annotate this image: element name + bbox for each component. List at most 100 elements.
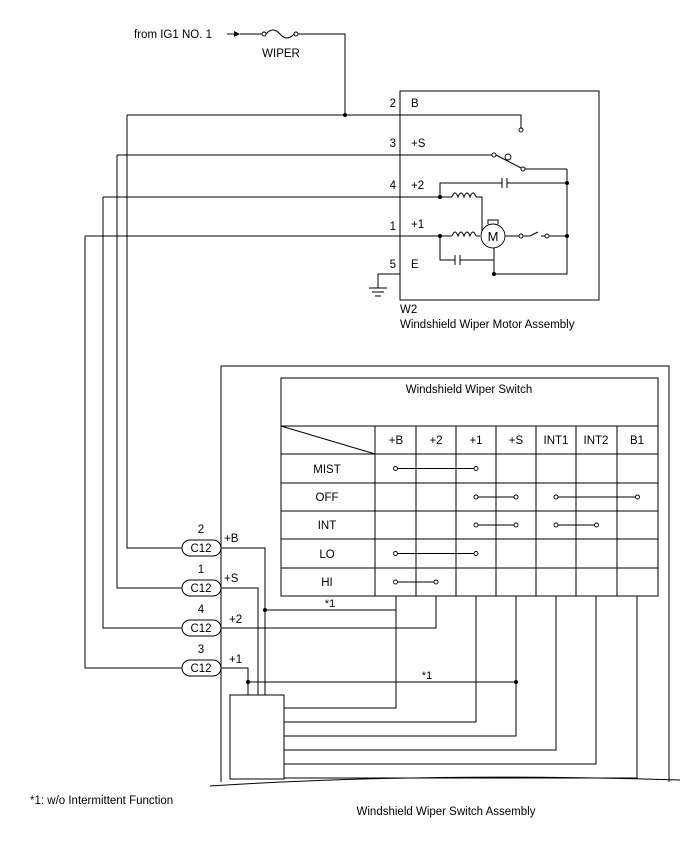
park-switch-blade: [495, 154, 522, 169]
motor-pin-number: 5: [390, 259, 396, 271]
park-switch-contact-left: [491, 152, 497, 158]
junction-dot: [343, 113, 347, 117]
switch-assembly-box: [220, 365, 670, 782]
switch-table-title: Windshield Wiper Switch: [406, 384, 533, 396]
fuse-icon: [265, 29, 295, 39]
continuity-terminal: [635, 494, 640, 500]
connector-signal: +1: [229, 654, 242, 666]
table-col-header: +2: [429, 435, 442, 447]
relay-wire-plus-b: [284, 596, 397, 709]
table-col-header: +1: [469, 435, 482, 447]
connector-code: C12: [190, 583, 211, 595]
table-row-header: LO: [319, 549, 334, 561]
continuity-terminal: [393, 466, 398, 471]
internal-wire-plus-s: [221, 587, 259, 695]
motor-assembly-box: [399, 90, 600, 301]
intermittent-relay-block: [229, 694, 285, 780]
continuity-terminal: [513, 494, 519, 500]
connector-code: C12: [190, 623, 211, 635]
motor-assembly-name: Windshield Wiper Motor Assembly: [400, 319, 575, 331]
park-switch-cam-icon: [504, 153, 512, 161]
source-arrow-icon: [234, 31, 240, 37]
fuse-label: WIPER: [262, 48, 300, 60]
motor-pin-name: E: [411, 259, 419, 271]
motor-ground-rail: [494, 169, 568, 275]
motor-pin-name: +2: [411, 180, 424, 192]
connector-pin-number: 4: [198, 604, 205, 616]
motor-brush-top: [487, 219, 499, 224]
connector-pin-number: 2: [198, 524, 204, 536]
continuity-terminal: [393, 579, 398, 585]
continuity-terminal: [594, 522, 599, 528]
motor-pin-number: 1: [390, 221, 396, 233]
motor-symbol: M: [488, 229, 499, 244]
motor-pin-name: +1: [411, 219, 424, 231]
continuity-terminal: [393, 551, 398, 556]
table-row-header: HI: [321, 577, 333, 589]
relay-wire-plus-1: [284, 596, 477, 723]
relay-wire-int1: [284, 596, 557, 751]
harness-wire-b: [126, 115, 182, 549]
breaker-contact: [544, 233, 550, 239]
footnote: *1: w/o Intermittent Function: [30, 795, 173, 807]
table-col-header: +B: [389, 435, 404, 447]
relay-wire-int2: [284, 596, 597, 765]
capacitor-2-lead: [439, 182, 567, 197]
coil-icon: [451, 192, 477, 199]
coil-icon: [451, 231, 477, 238]
capacitor-icon: [501, 178, 508, 188]
internal-wire-plus-2: [221, 596, 437, 629]
table-col-header: INT1: [544, 435, 569, 447]
ground-icon: [369, 287, 387, 297]
harness-wire-plus-2: [102, 197, 182, 629]
motor-pin-number: 2: [390, 98, 396, 110]
connector-code: C12: [190, 543, 211, 555]
connector-pin-number: 3: [198, 644, 204, 656]
connector-pin-number: 1: [198, 564, 204, 576]
table-col-header: B1: [630, 435, 644, 447]
relay-wire-b1: [284, 596, 638, 779]
motor-pin-number: 4: [390, 180, 397, 192]
table-row-header: OFF: [316, 492, 339, 504]
wire-b: [127, 114, 522, 128]
connector-code: C12: [190, 663, 211, 675]
table-col-header: +S: [509, 435, 524, 447]
motor-connector-code: W2: [400, 304, 417, 316]
park-switch-contact-bottom: [520, 166, 526, 172]
breaker-contact: [518, 233, 524, 239]
source-label: from IG1 NO. 1: [134, 29, 212, 41]
junction-dot: [438, 195, 442, 199]
park-switch-contact-top: [518, 127, 524, 133]
fuse-to-b-wire: [298, 33, 346, 115]
continuity-terminal: [513, 522, 519, 528]
continuity-terminal: [553, 494, 559, 500]
connector-signal: +S: [224, 573, 239, 585]
fuse-terminal-right: [293, 31, 299, 37]
table-row-header: MIST: [313, 464, 340, 476]
note-mark: *1: [325, 598, 335, 610]
switch-table-border: [280, 377, 659, 597]
continuity-terminal: [473, 494, 479, 500]
capacitor-icon: [454, 255, 461, 265]
continuity-terminal: [473, 551, 479, 556]
continuity-marks: [393, 466, 640, 585]
internal-wire-plus-1: [221, 667, 249, 695]
motor-pin-name: +S: [411, 138, 426, 150]
wire-e: [377, 273, 400, 288]
switch-table: Windshield Wiper Switch +B +2 +1 +S INT1…: [280, 377, 659, 597]
relay-wire-plus-s: [284, 596, 517, 737]
table-col-header: INT2: [584, 435, 609, 447]
junction-dot: [263, 608, 267, 612]
motor-pin-number: 3: [390, 138, 396, 150]
switch-assembly-name: Windshield Wiper Switch Assembly: [357, 806, 536, 818]
continuity-terminal: [553, 522, 559, 528]
circuit-breaker-icon: [523, 231, 545, 237]
harness-wire-plus-s: [116, 155, 182, 589]
continuity-terminal: [473, 522, 479, 528]
continuity-terminal: [433, 579, 439, 585]
table-grid: [281, 426, 658, 596]
table-corner-diagonal: [280, 425, 376, 455]
connector-signal: +2: [229, 614, 242, 626]
harness-wire-plus-1: [84, 236, 182, 669]
